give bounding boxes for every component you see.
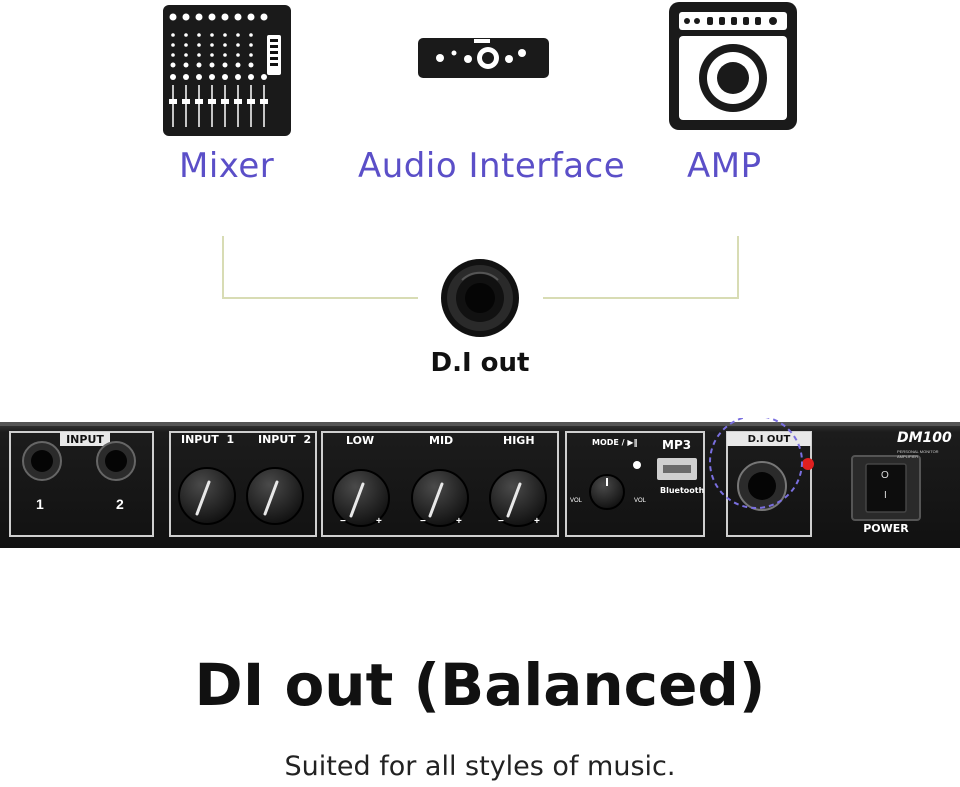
power-label: POWER <box>863 522 909 535</box>
power-on-mark: O <box>881 470 889 481</box>
eq-low-minus: − <box>340 516 346 527</box>
input-section-title: INPUT <box>66 433 104 446</box>
input-jack-2 <box>96 441 136 481</box>
brand-tagline: PERSONAL MONITOR AMPLIFIER <box>897 449 939 459</box>
eq-high-knob <box>489 469 547 527</box>
eq-high-label: HIGH <box>503 434 535 447</box>
page-title: DI out (Balanced) <box>194 651 766 719</box>
connector-right <box>543 236 739 299</box>
power-switch[interactable] <box>865 463 907 513</box>
di-out-label: D.I OUT <box>747 434 791 445</box>
eq-low-knob <box>332 469 390 527</box>
audio-interface-label: Audio Interface <box>358 146 626 186</box>
eq-mid-knob <box>411 469 469 527</box>
brand-model: DM100 <box>897 430 952 446</box>
eq-mid-label: MID <box>429 434 454 447</box>
vol-right-label: VOL <box>634 498 647 504</box>
amp-label: AMP <box>687 146 762 186</box>
audio-interface-icon <box>418 38 549 78</box>
bluetooth-label: Bluetooth <box>660 486 705 495</box>
jack-icon <box>440 258 520 338</box>
eq-low-plus: + <box>376 516 382 527</box>
eq-mid-minus: − <box>420 516 426 527</box>
input-jack-1 <box>22 441 62 481</box>
input-jack-1-label: 1 <box>36 496 44 512</box>
jack-label: D.I out <box>430 348 530 378</box>
mixer-icon <box>163 5 291 136</box>
amplifier-panel: INPUT 1 2 INPUT 1 INPUT 2 LOW MID HIGH −… <box>0 415 960 550</box>
mode-label: MODE / ▶‖ <box>592 438 638 447</box>
page-subtitle: Suited for all styles of music. <box>284 751 676 782</box>
input2-label: INPUT 2 <box>258 433 312 446</box>
power-off-mark: I <box>884 490 887 501</box>
mp3-title: MP3 <box>662 438 692 452</box>
led-indicator <box>802 458 814 470</box>
input2-knob <box>246 467 304 525</box>
input1-knob <box>178 467 236 525</box>
mixer-label: Mixer <box>179 146 275 186</box>
connector-left <box>222 236 418 299</box>
vol-left-label: VOL <box>570 498 583 504</box>
eq-high-plus: + <box>534 516 540 527</box>
eq-low-label: LOW <box>346 434 375 447</box>
eq-mid-plus: + <box>456 516 462 527</box>
amp-icon <box>669 2 797 130</box>
input1-label: INPUT 1 <box>181 433 235 446</box>
di-out-jack <box>737 461 787 511</box>
mode-knob <box>589 474 625 510</box>
input-jack-2-label: 2 <box>116 496 124 512</box>
eq-high-minus: − <box>498 516 504 527</box>
